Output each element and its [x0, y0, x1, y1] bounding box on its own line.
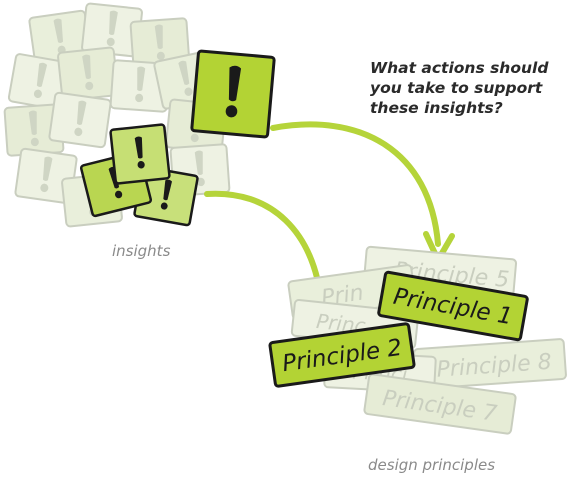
principle-card-1: Principle 1 [377, 270, 529, 342]
principle-card-8: Principle 8 [413, 338, 567, 390]
question-line-2: you take to support [370, 79, 543, 97]
highlighted-insight-cards [79, 49, 276, 227]
insight-card-main [190, 49, 276, 139]
design-principles-label: design principles [368, 456, 496, 474]
faded-insight-cards [3, 2, 231, 228]
question-line-1: What actions should [370, 59, 549, 77]
insight-card [109, 123, 171, 185]
insights-label: insights [112, 242, 171, 260]
principle-card-2: Principle 2 [268, 322, 416, 388]
question-line-3: these insights? [370, 99, 503, 117]
question-text: What actions should you take to support … [370, 58, 570, 118]
